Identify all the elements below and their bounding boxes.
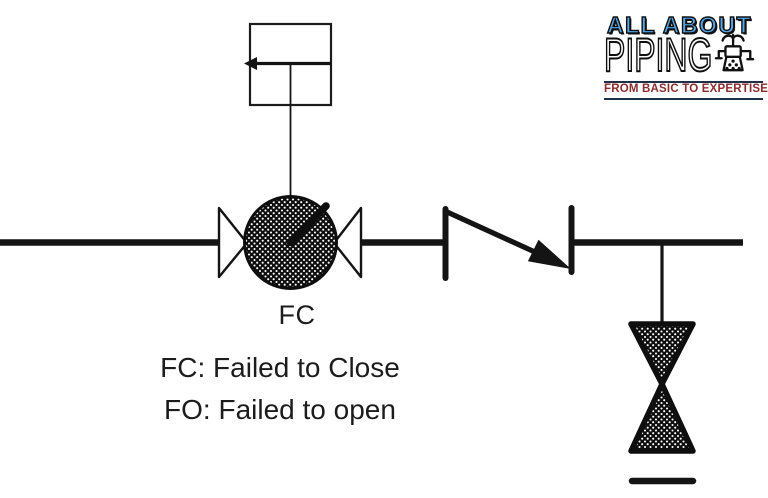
actuator-pointer bbox=[244, 57, 257, 70]
brand-logo: ALL ABOUT PIPING bbox=[603, 12, 768, 100]
valve-wing-left bbox=[217, 206, 249, 279]
check-valve-arrowhead bbox=[527, 239, 571, 269]
logo-piping: PIPING bbox=[603, 28, 713, 81]
legend: FC: Failed to Close FO: Failed to open bbox=[95, 347, 465, 431]
legend-line-fc: FC: Failed to Close bbox=[160, 352, 400, 383]
legend-line-fo: FO: Failed to open bbox=[164, 394, 396, 425]
logo-banner: FROM BASIC TO EXPERTISE bbox=[604, 81, 768, 100]
gate-valve-bottom bbox=[628, 381, 696, 454]
logo-all-about: ALL ABOUT bbox=[606, 12, 753, 38]
valve-wing-right bbox=[332, 206, 363, 279]
gate-valve-top bbox=[628, 321, 696, 387]
check-valve-shaft bbox=[444, 209, 550, 261]
faucet-icon bbox=[712, 32, 758, 78]
valve-label: FC bbox=[278, 300, 316, 330]
valve-handle bbox=[286, 202, 330, 247]
logo-piping-row: PIPING bbox=[603, 30, 763, 79]
